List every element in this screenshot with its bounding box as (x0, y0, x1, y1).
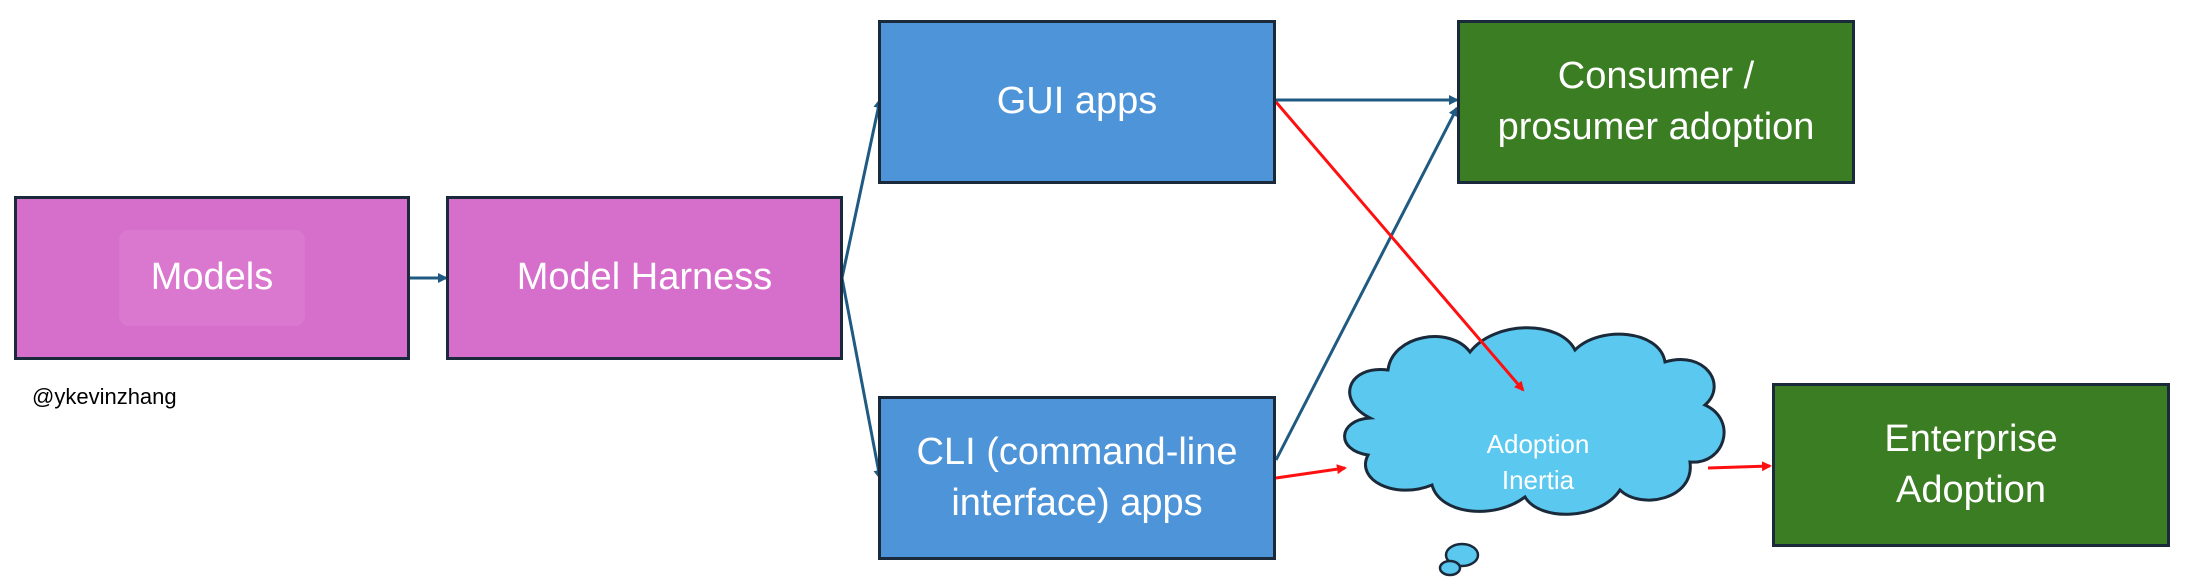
arrow-inertia-to-enterprise (1707, 461, 1772, 472)
model-harness-box: Model Harness (446, 196, 843, 360)
gui-apps-box: GUI apps (878, 20, 1276, 184)
inertia-label-line2: Inertia (1502, 465, 1575, 495)
arrow-gui-to-inertia (1274, 101, 1525, 392)
arrow-harness-to-cli (840, 277, 884, 480)
cli-apps-box: CLI (command-line interface) apps (878, 396, 1276, 560)
consumer-adoption-label: Consumer / prosumer adoption (1497, 54, 1815, 148)
arrow-cli-to-inertia (1275, 464, 1347, 480)
consumer-adoption-box: Consumer / prosumer adoption (1457, 20, 1855, 184)
cli-apps-label: CLI (command-line interface) apps (916, 430, 1238, 524)
author-handle: @ykevinzhang (32, 384, 177, 409)
gui-apps-label: GUI apps (996, 80, 1158, 123)
models-box: Models (14, 196, 410, 360)
enterprise-adoption-box: Enterprise Adoption (1772, 383, 2170, 547)
adoption-inertia-cloud: Adoption Inertia (1343, 326, 1726, 577)
model-harness-label: Model Harness (516, 256, 773, 299)
inertia-label-line1: Adoption (1487, 429, 1590, 459)
arrow-harness-to-gui (840, 98, 884, 279)
models-label: Models (150, 256, 274, 299)
enterprise-adoption-label: Enterprise Adoption (1884, 417, 2058, 511)
models-label-pill: Models (118, 230, 306, 326)
arrow-cli-to-consumer (1274, 106, 1459, 461)
